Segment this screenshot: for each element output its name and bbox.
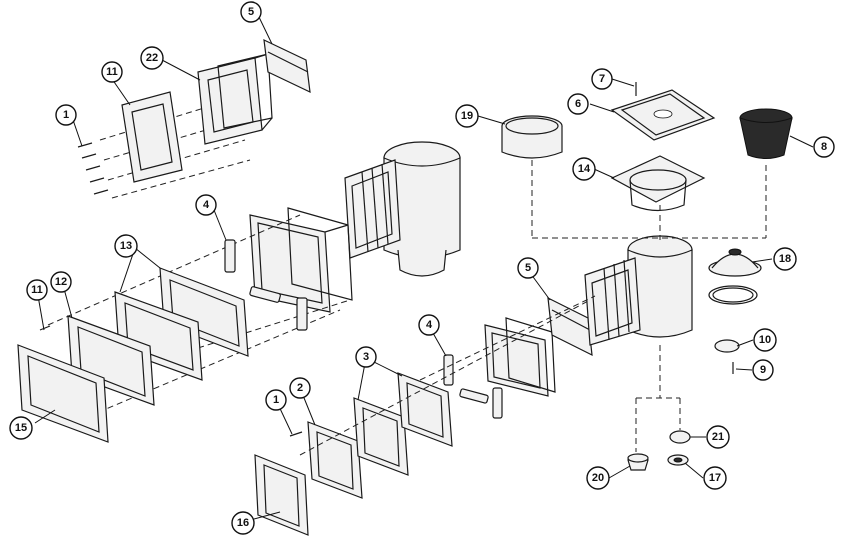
callout-9: 9 xyxy=(752,359,774,381)
svg-text:22: 22 xyxy=(146,52,158,64)
main-skimmer-right xyxy=(584,235,693,346)
weir-5-top xyxy=(263,38,311,94)
svg-text:1: 1 xyxy=(63,109,69,121)
svg-text:5: 5 xyxy=(525,262,531,274)
gasket-3-a xyxy=(353,397,409,476)
collar-14 xyxy=(610,155,706,212)
svg-text:12: 12 xyxy=(55,276,67,288)
callout-10: 10 xyxy=(753,328,777,352)
top-left-assembly xyxy=(77,38,311,199)
callout-4-right: 4 xyxy=(418,314,440,336)
svg-text:8: 8 xyxy=(821,141,827,153)
callout-12: 12 xyxy=(50,271,72,293)
callout-2: 2 xyxy=(289,377,311,399)
callout-6: 6 xyxy=(567,93,589,115)
callout-14: 14 xyxy=(572,157,596,181)
basket-8 xyxy=(739,108,793,159)
svg-text:20: 20 xyxy=(592,472,604,484)
gasket-2 xyxy=(307,421,363,499)
svg-text:17: 17 xyxy=(709,472,721,484)
callout-15: 15 xyxy=(9,416,33,440)
callout-19: 19 xyxy=(455,104,479,128)
faceplate-15 xyxy=(17,344,109,443)
callout-11-top: 11 xyxy=(101,61,123,83)
lid-6 xyxy=(610,89,716,141)
svg-text:15: 15 xyxy=(15,422,27,434)
svg-text:4: 4 xyxy=(203,199,210,211)
svg-text:16: 16 xyxy=(237,517,249,529)
callout-18: 18 xyxy=(773,247,797,271)
gasket-12 xyxy=(67,315,155,406)
callout-3: 3 xyxy=(355,346,377,368)
screws-group-top xyxy=(77,142,109,195)
svg-text:19: 19 xyxy=(461,110,473,122)
callout-17: 17 xyxy=(703,466,727,490)
throat-right xyxy=(484,317,556,397)
callout-1-lower: 1 xyxy=(265,389,287,411)
svg-text:9: 9 xyxy=(760,364,766,376)
svg-text:11: 11 xyxy=(106,66,118,78)
svg-text:4: 4 xyxy=(426,319,433,331)
plug-21 xyxy=(669,430,691,444)
callout-7: 7 xyxy=(591,68,613,90)
clamp-4-left xyxy=(224,239,308,331)
svg-text:2: 2 xyxy=(297,382,303,394)
diverter-18 xyxy=(708,248,762,277)
svg-text:3: 3 xyxy=(363,351,369,363)
ring-19 xyxy=(501,115,563,159)
callout-21: 21 xyxy=(706,425,730,449)
gasket-11-top xyxy=(121,91,183,183)
fitting-17 xyxy=(667,454,689,466)
callout-22: 22 xyxy=(140,46,164,70)
svg-text:5: 5 xyxy=(248,6,254,18)
cap-10 xyxy=(714,339,740,353)
gasket-13 xyxy=(159,267,249,357)
o-ring xyxy=(708,285,758,305)
extension-22 xyxy=(197,53,273,145)
svg-text:11: 11 xyxy=(31,284,43,296)
callout-1: 1 xyxy=(55,104,77,126)
callout-16: 16 xyxy=(231,511,255,535)
callout-5-right: 5 xyxy=(517,257,539,279)
clamp-4-right xyxy=(443,354,503,419)
callout-5-top: 5 xyxy=(240,1,262,23)
fitting-20 xyxy=(627,453,649,471)
callout-11-left: 11 xyxy=(26,279,48,301)
throat-left xyxy=(249,207,353,313)
svg-text:10: 10 xyxy=(759,334,771,346)
svg-text:6: 6 xyxy=(575,98,581,110)
callouts: 1 1 2 3 4 4 5 5 6 7 8 9 10 11 11 12 13 1… xyxy=(9,1,835,535)
weir-5-right xyxy=(547,296,593,357)
gasket-13-b xyxy=(114,291,203,381)
svg-text:14: 14 xyxy=(578,163,591,175)
svg-text:18: 18 xyxy=(779,253,791,265)
callout-13: 13 xyxy=(114,234,138,258)
gasket-3-b xyxy=(397,372,453,447)
faceplate-16 xyxy=(254,454,309,536)
svg-text:1: 1 xyxy=(273,394,279,406)
svg-text:13: 13 xyxy=(120,240,132,252)
callout-20: 20 xyxy=(586,466,610,490)
svg-text:7: 7 xyxy=(599,73,605,85)
main-skimmer-left xyxy=(344,141,461,277)
callout-4-left: 4 xyxy=(195,194,217,216)
svg-text:21: 21 xyxy=(712,431,724,443)
callout-8: 8 xyxy=(813,136,835,158)
